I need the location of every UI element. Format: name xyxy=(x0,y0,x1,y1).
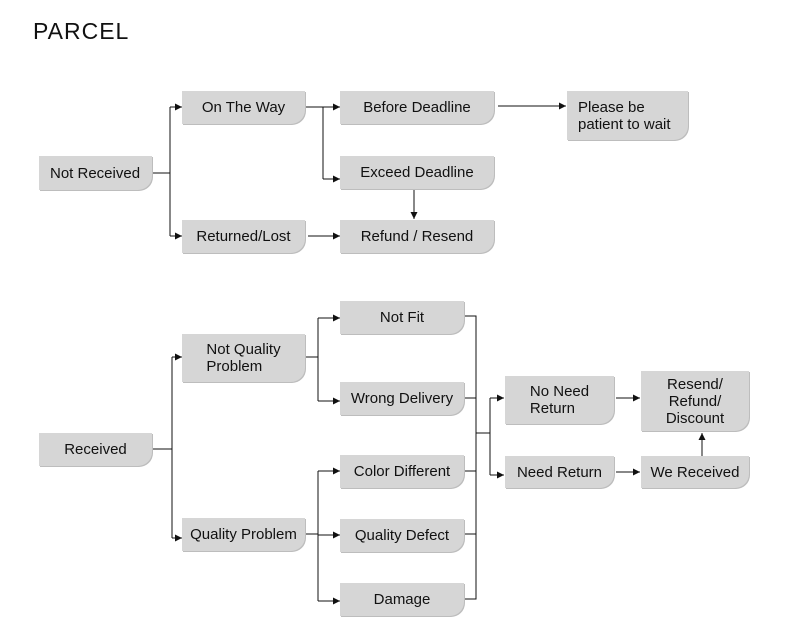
node-label: Not Quality Problem xyxy=(206,341,281,375)
node-received: Received xyxy=(39,433,152,466)
node-label: Please be patient to wait xyxy=(578,98,671,133)
node-label: Quality Problem xyxy=(190,526,297,543)
diagram-title: PARCEL xyxy=(33,18,130,44)
node-need-return: Need Return xyxy=(505,456,614,488)
node-label: Damage xyxy=(373,591,431,608)
node-not-received: Not Received xyxy=(39,156,152,190)
node-label: Need Return xyxy=(516,463,603,481)
node-damage: Damage xyxy=(340,583,464,616)
node-color-different: Color Different xyxy=(340,455,464,488)
node-refund-resend: Refund / Resend xyxy=(340,220,494,253)
node-label: Resend/ Refund/ Discount xyxy=(665,375,725,427)
node-label: Before Deadline xyxy=(363,99,471,116)
node-please-wait: Please be patient to wait xyxy=(567,91,688,140)
node-resend-refund-discount: Resend/ Refund/ Discount xyxy=(641,371,749,431)
node-returned-lost: Returned/Lost xyxy=(182,220,305,253)
node-we-received: We Received xyxy=(641,456,749,488)
node-label: Received xyxy=(64,441,127,458)
node-label: Quality Defect xyxy=(354,527,450,544)
node-label: Not Received xyxy=(50,164,141,182)
node-on-the-way: On The Way xyxy=(182,91,305,124)
node-label: No Need Return xyxy=(529,383,590,417)
node-wrong-delivery: Wrong Delivery xyxy=(340,382,464,415)
node-not-quality-problem: Not Quality Problem xyxy=(182,334,305,382)
node-label: Exceed Deadline xyxy=(360,164,474,181)
node-label: Color Different xyxy=(353,463,451,480)
node-quality-defect: Quality Defect xyxy=(340,519,464,552)
node-quality-problem: Quality Problem xyxy=(182,518,305,551)
node-label: Returned/Lost xyxy=(196,228,291,245)
node-before-deadline: Before Deadline xyxy=(340,91,494,124)
node-not-fit: Not Fit xyxy=(340,301,464,334)
connector-collect xyxy=(465,315,477,600)
node-label: Not Fit xyxy=(379,309,425,326)
node-exceed-deadline: Exceed Deadline xyxy=(340,156,494,189)
node-no-need-return: No Need Return xyxy=(505,376,614,424)
node-label: Refund / Resend xyxy=(360,228,474,245)
node-label: On The Way xyxy=(201,99,286,116)
node-label: Wrong Delivery xyxy=(350,390,454,407)
node-label: We Received xyxy=(650,463,740,481)
